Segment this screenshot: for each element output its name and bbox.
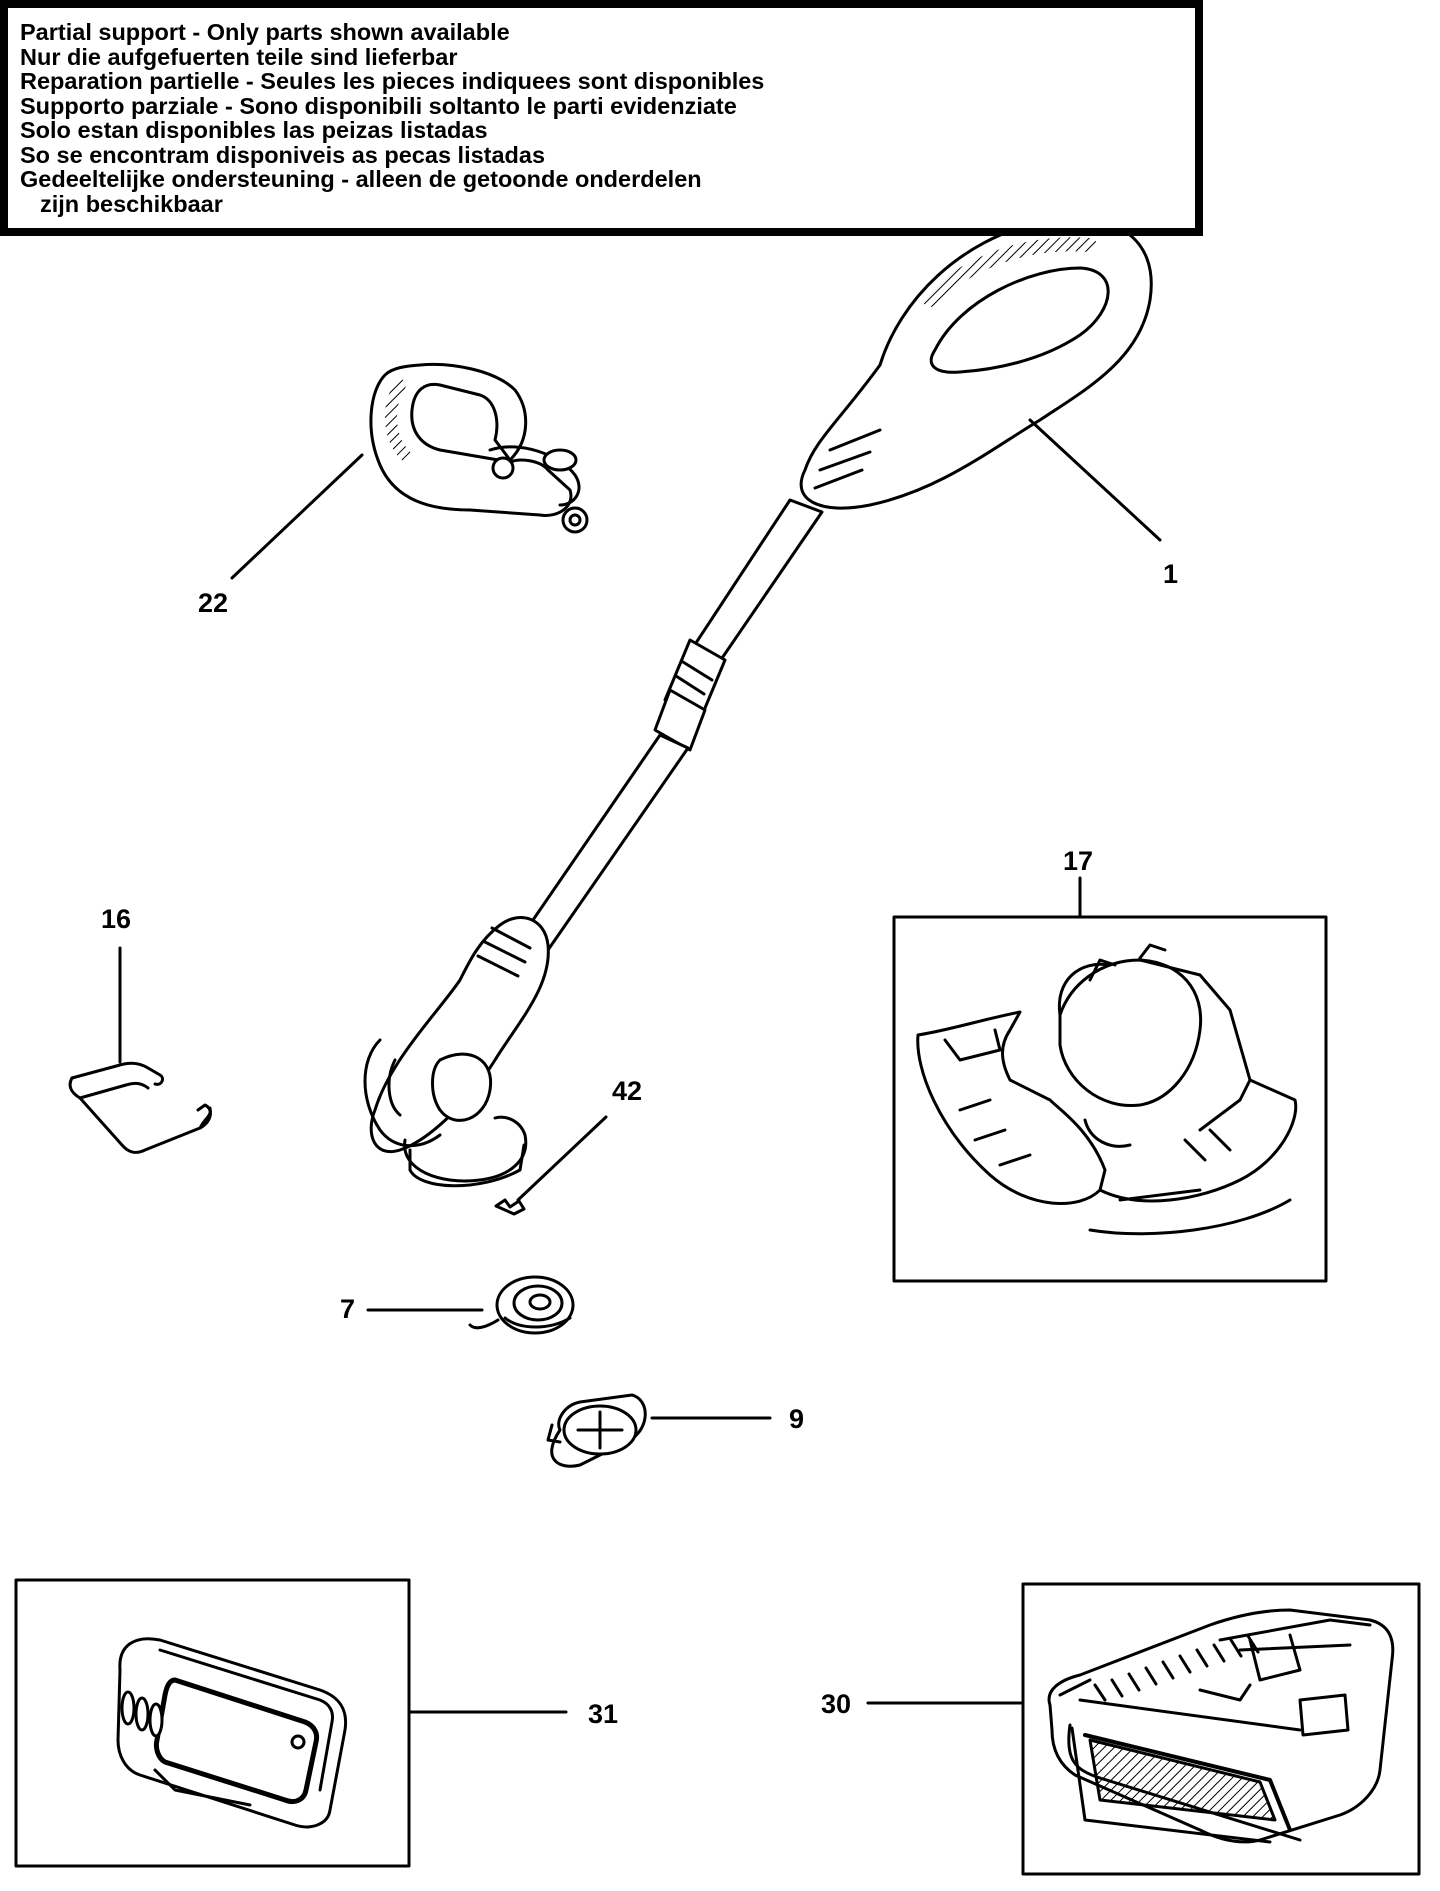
auxiliary-handle <box>230 362 589 580</box>
callout-17: 17 <box>1063 846 1093 876</box>
spool-part <box>366 1275 575 1335</box>
notice-line-dutch: Gedeeltelijke ondersteuning - alleen de … <box>20 166 702 192</box>
notice-line-french: Reparation partielle - Seules les pieces… <box>20 68 765 94</box>
battery-part <box>14 1578 568 1868</box>
callout-1: 1 <box>1163 559 1178 589</box>
charger-part <box>866 1582 1421 1876</box>
trimmer-main-body <box>363 217 1162 1188</box>
callout-22: 22 <box>198 588 228 618</box>
guard-part <box>892 876 1328 1283</box>
callout-42: 42 <box>612 1076 642 1106</box>
spring-part <box>494 1115 608 1216</box>
notice-line-german: Nur die aufgefuerten teile sind lieferba… <box>20 43 458 70</box>
guard-clip-wire <box>68 946 212 1154</box>
partial-support-notice: Partial support - Only parts shown avail… <box>0 0 1203 236</box>
callout-7: 7 <box>340 1294 355 1324</box>
callout-30: 30 <box>821 1689 851 1719</box>
notice-line-dutch-continued: zijn beschikbaar <box>40 190 223 217</box>
callout-9: 9 <box>789 1404 804 1434</box>
notice-line-english: Partial support - Only parts shown avail… <box>20 19 510 45</box>
callout-31: 31 <box>588 1699 618 1729</box>
notice-line-spanish: Solo estan disponibles las peizas listad… <box>20 117 488 143</box>
callout-16: 16 <box>101 904 131 934</box>
spool-cap-part <box>546 1393 772 1468</box>
notice-line-italian: Supporto parziale - Sono disponibili sol… <box>20 92 737 119</box>
notice-line-portuguese: So se encontram disponiveis as pecas lis… <box>20 141 546 168</box>
